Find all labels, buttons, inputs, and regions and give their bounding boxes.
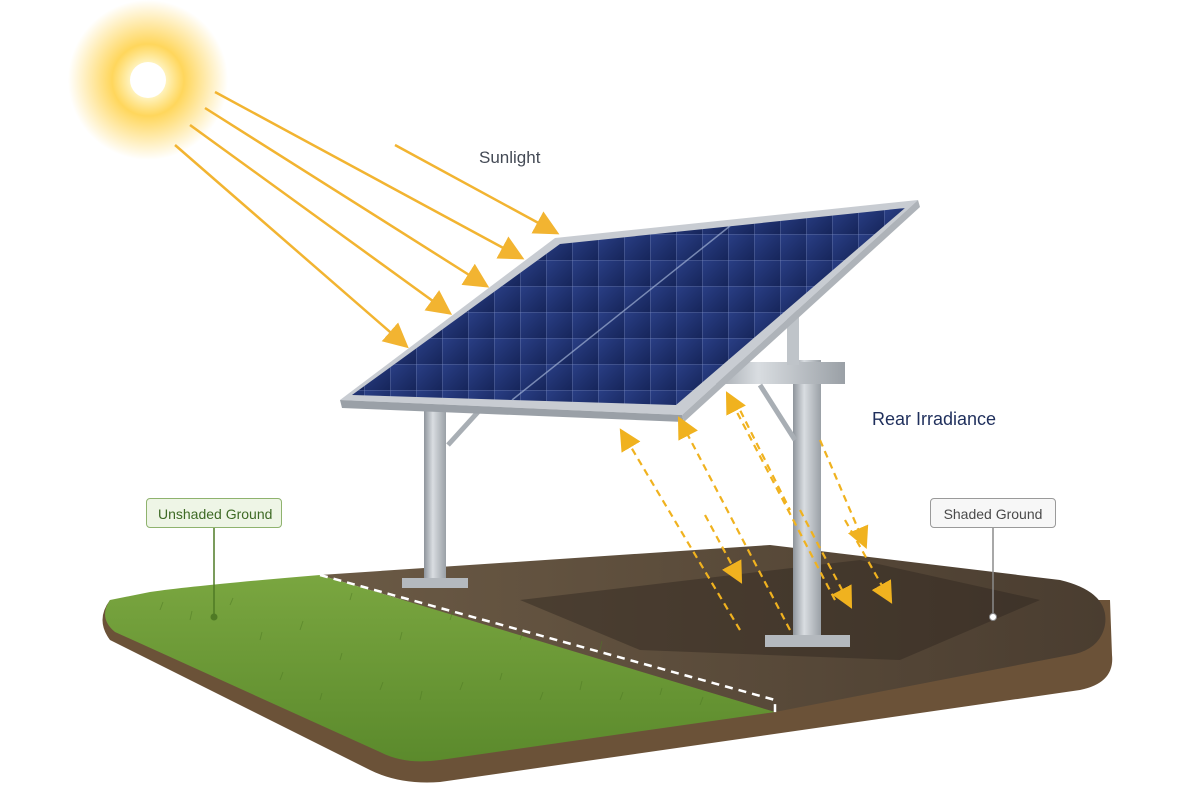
sunlight-label: Sunlight bbox=[479, 148, 541, 167]
front-post bbox=[424, 405, 446, 585]
rear-irradiance-label: Rear Irradiance bbox=[872, 409, 997, 429]
rear-ray-3 bbox=[725, 391, 836, 601]
panel-shadow bbox=[520, 560, 1040, 660]
unshaded-ground-label: Unshaded Ground bbox=[146, 498, 282, 528]
front-post-foot bbox=[402, 578, 468, 588]
sun-ray-5 bbox=[394, 143, 560, 235]
unshaded-leader-dot bbox=[210, 613, 218, 621]
rear-ray-2 bbox=[677, 416, 791, 631]
boundary-line bbox=[319, 573, 777, 714]
rear-ray-4 bbox=[704, 514, 743, 584]
rear-ray-5 bbox=[734, 399, 791, 511]
ground-mount-icon bbox=[402, 310, 850, 647]
sunlight-rays bbox=[174, 90, 560, 349]
panel-side bbox=[682, 200, 920, 422]
rear-irradiance-rays bbox=[619, 391, 893, 631]
sun-icon bbox=[68, 0, 228, 160]
grass-texture bbox=[159, 592, 704, 706]
shaded-ground-label: Shaded Ground bbox=[930, 498, 1056, 528]
rear-ray-1 bbox=[619, 428, 741, 631]
panel-split bbox=[511, 225, 731, 401]
rear-post bbox=[793, 360, 821, 640]
solar-panel-icon bbox=[340, 200, 920, 422]
front-brace bbox=[446, 410, 480, 447]
shaded-ground-surface bbox=[320, 545, 1106, 712]
sun-ray-3 bbox=[204, 106, 490, 288]
rear-ray-8 bbox=[844, 519, 893, 604]
sun-ray-2 bbox=[189, 123, 453, 315]
panel-edge bbox=[340, 400, 684, 422]
unshaded-ground-surface bbox=[105, 575, 775, 762]
rear-ray-7 bbox=[799, 509, 853, 609]
sun-ray-1 bbox=[174, 144, 409, 349]
rear-post-foot bbox=[765, 635, 850, 647]
rear-ray-6 bbox=[818, 439, 869, 550]
shaded-leader-dot bbox=[989, 613, 997, 621]
sun-ray-4 bbox=[214, 90, 525, 260]
rear-brace bbox=[757, 383, 798, 442]
